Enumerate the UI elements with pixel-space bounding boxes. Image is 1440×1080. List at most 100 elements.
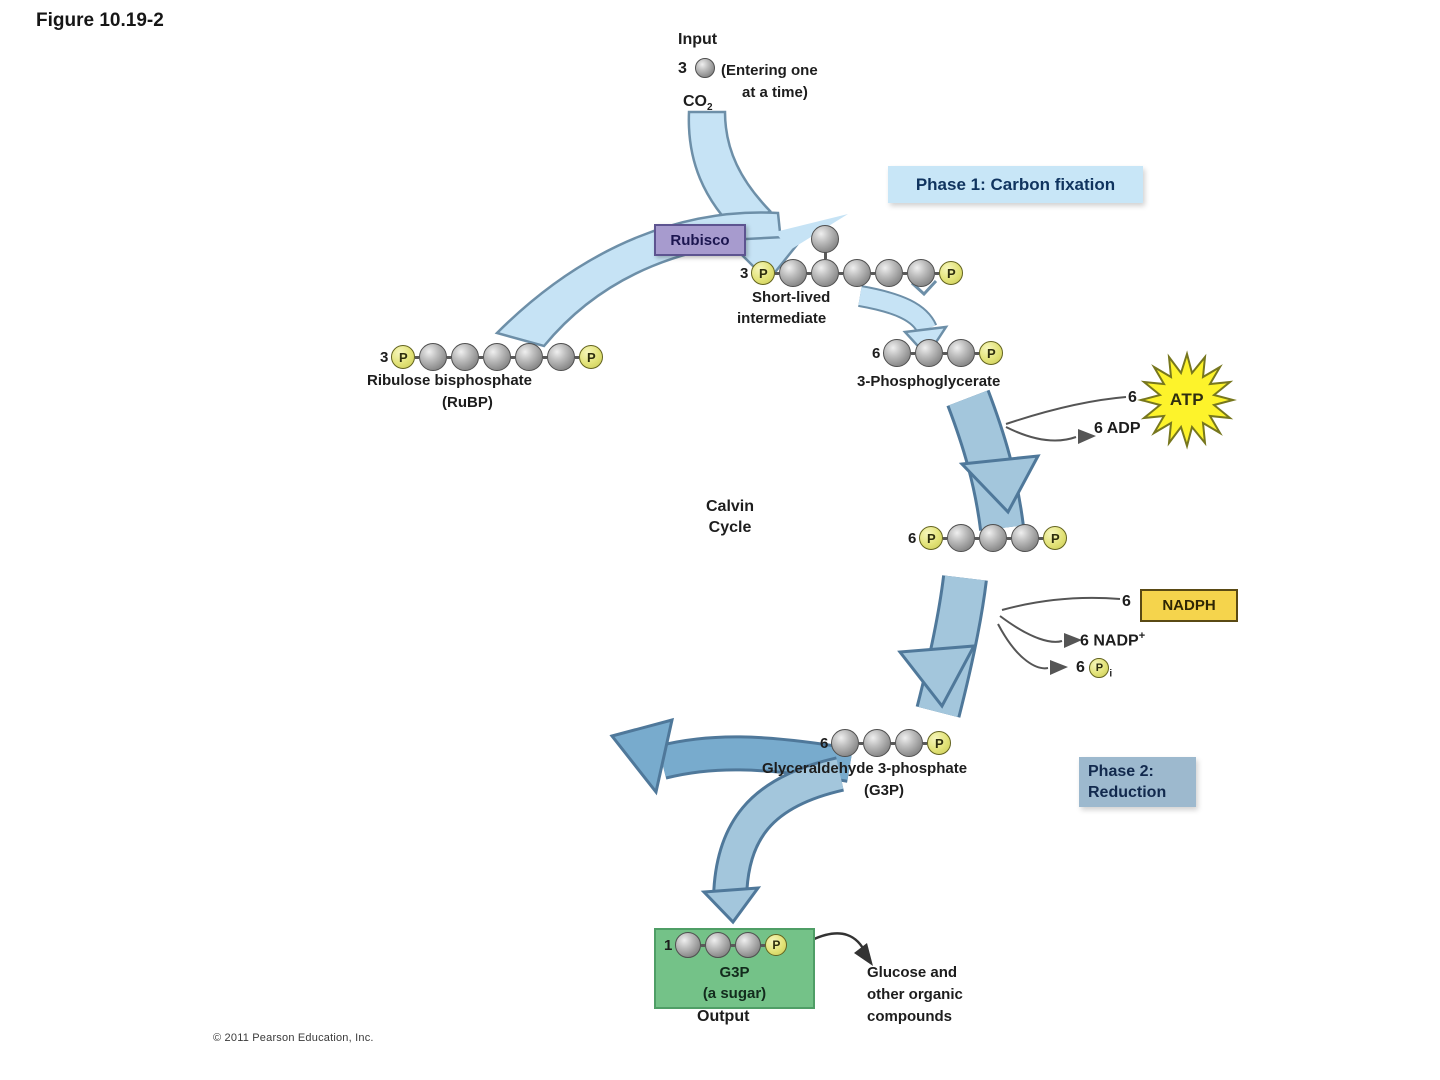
- atp-label: ATP: [1169, 390, 1205, 409]
- carbon-icon: [883, 339, 912, 367]
- bond-line: [935, 271, 940, 275]
- bond-line: [447, 355, 452, 359]
- output-label: Output: [697, 1008, 750, 1025]
- pi-subscript: i: [1109, 668, 1113, 680]
- carbon-icon: [915, 339, 944, 367]
- pga3-label: 3-Phosphoglycerate: [857, 373, 1001, 390]
- nadph-label: NADPH: [1162, 597, 1216, 614]
- co2-label: CO2: [683, 93, 713, 113]
- figure-label: Figure 10.19-2: [36, 10, 164, 31]
- rubisco-arrowhead: [724, 234, 807, 283]
- nadp-superscript: +: [1138, 630, 1146, 642]
- rubp-label-2: (RuBP): [442, 394, 493, 411]
- nadph-count: 6: [1122, 593, 1131, 610]
- carbon-icon: [979, 524, 1008, 552]
- carbon-chain: P: [831, 729, 952, 757]
- bond-line: [911, 351, 916, 355]
- carbon-icon: [947, 524, 976, 552]
- glucose-label: Glucose and other organic compounds: [867, 962, 963, 1028]
- glucose-line2: other organic: [867, 986, 963, 1003]
- nadph-curve: [1001, 596, 1121, 611]
- rubisco-box: Rubisco: [654, 224, 746, 256]
- molecule-count: 6: [820, 734, 829, 752]
- adp-curve: [1005, 426, 1077, 442]
- bond-line: [761, 943, 766, 947]
- input-count: 3: [678, 60, 687, 77]
- carbon-icon: [895, 729, 924, 757]
- carbon-icon: [1011, 524, 1040, 552]
- glucose-curve-arrowhead: [854, 943, 873, 966]
- output-g3p-sub: (a sugar): [702, 985, 767, 1002]
- bond-line: [975, 536, 980, 540]
- bond-line: [575, 355, 580, 359]
- short-lived-label-1: Short-lived: [752, 289, 831, 306]
- carbon-icon: [831, 729, 860, 757]
- atp-curve: [1005, 396, 1127, 425]
- calvin-line1: Calvin: [705, 498, 754, 515]
- carbon-icon: [483, 343, 512, 371]
- carbon-icon: [863, 729, 892, 757]
- pi-curve-arrowhead: [1050, 660, 1068, 675]
- carbon-icon: [705, 932, 732, 958]
- bond-line: [479, 355, 484, 359]
- input-note-1: (Entering one: [721, 62, 818, 79]
- output-arrowhead: [700, 886, 762, 925]
- pga-to-bpg-arrowhead: [958, 454, 1041, 515]
- carbon-icon: [547, 343, 576, 371]
- nadp-label: 6 NADP+: [1080, 630, 1145, 650]
- bond-line: [839, 271, 844, 275]
- phosphate-icon: P: [927, 731, 952, 755]
- carbon-icon: [811, 259, 840, 287]
- carbon-icon: [451, 343, 480, 371]
- bond-line: [891, 741, 896, 745]
- input-title: Input: [678, 31, 718, 48]
- nadp-text: 6 NADP: [1080, 632, 1139, 650]
- bond-line: [1007, 536, 1012, 540]
- bond-line: [823, 251, 827, 259]
- bond-line: [871, 271, 876, 275]
- bond-line: [859, 741, 864, 745]
- glucose-line1: Glucose and: [867, 964, 958, 981]
- carbon-icon: [875, 259, 904, 287]
- adp-curve-arrowhead: [1078, 429, 1096, 444]
- nadp-curve: [999, 615, 1063, 643]
- phosphate-icon: P: [751, 261, 776, 285]
- calvin-cycle-label: Calvin Cycle: [680, 496, 780, 538]
- pi-curve: [997, 623, 1049, 670]
- molecule-count: 3: [380, 348, 389, 366]
- carbon-icon: [515, 343, 544, 371]
- recycle-arrowhead: [609, 717, 675, 796]
- bond-line: [415, 355, 420, 359]
- intermediate-notch: [910, 279, 938, 297]
- phosphate-icon: P: [391, 345, 416, 369]
- carbon-icon: [735, 932, 762, 958]
- co2-sphere-icon: [695, 58, 715, 78]
- co2-text: CO: [683, 93, 707, 110]
- copyright: © 2011 Pearson Education, Inc.: [213, 1032, 374, 1044]
- short-lived-label-2: intermediate: [737, 310, 827, 327]
- phosphate-icon: P: [1043, 526, 1068, 550]
- input-note-2: at a time): [742, 84, 808, 101]
- phase1-label: Phase 1: Carbon fixation: [915, 174, 1116, 194]
- phosphate-icon: P: [979, 341, 1004, 365]
- g3p-label-2: (G3P): [864, 782, 905, 799]
- phosphate-icon: P: [919, 526, 944, 550]
- carbon-icon: [811, 225, 840, 253]
- molecule-count: 3: [740, 264, 749, 282]
- carbon-icon: [907, 259, 936, 287]
- g3p-label-1: Glyceraldehyde 3-phosphate: [762, 760, 968, 777]
- bond-line: [1039, 536, 1044, 540]
- output-g3p-name: G3P: [719, 964, 750, 981]
- molecule-count: 6: [908, 529, 917, 547]
- phase1-box: Phase 1: Carbon fixation: [888, 166, 1143, 203]
- carbon-icon: [419, 343, 448, 371]
- bond-line: [975, 351, 980, 355]
- carbon-icon: [779, 259, 808, 287]
